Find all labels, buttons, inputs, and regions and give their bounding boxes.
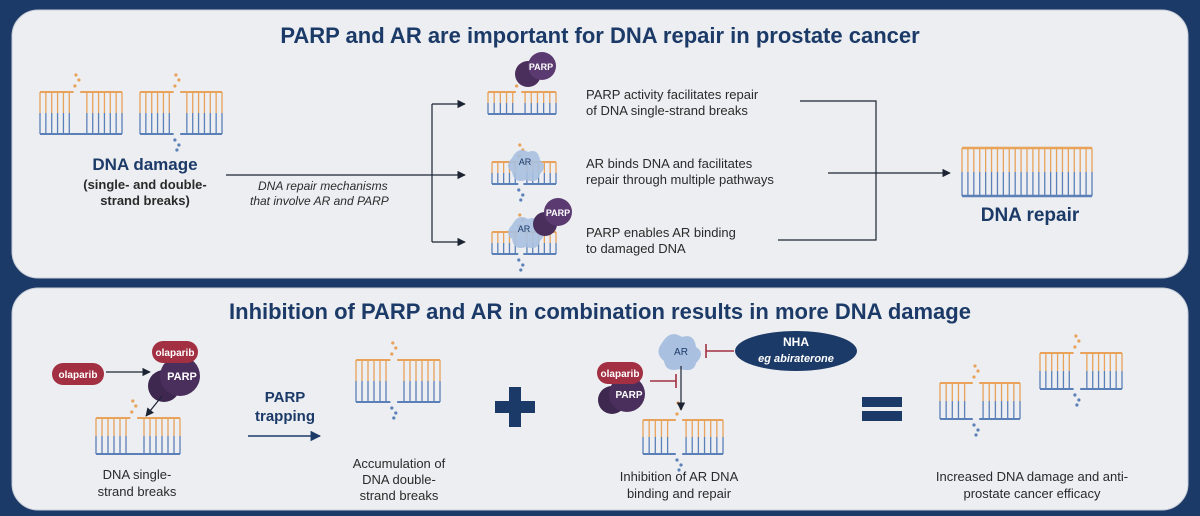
parp-label-complex: PARP [167,371,197,383]
plus-icon [495,387,535,427]
pathway-2-line-2: repair through multiple pathways [586,172,774,187]
caption-inhibition-1: Inhibition of AR DNA [620,469,739,484]
olaparib-label-middle: olaparib [601,369,640,380]
parp-to-dna-arrow [145,395,163,417]
inhibition-dna-glyph [642,401,724,472]
ar-blob-2: AR [508,150,544,182]
caption-single-strand-1: DNA single- [103,467,172,482]
parp-inhibition [650,374,677,388]
ar-blob-bottom: AR [658,334,701,371]
nha-inhibition [705,344,734,358]
ar-tag-3: AR [518,224,531,234]
pathway-3-line-2: to damaged DNA [586,241,686,256]
ar-parp-complex-3: AR PARP [508,198,572,249]
olaparib-parp-complex-left: olaparib PARP [148,341,200,402]
caption-accumulation-1: Accumulation of [353,456,446,471]
ar-tag-2: AR [519,157,532,167]
single-strand-break-dna-glyph [95,399,181,455]
increased-damage-dna-glyph-2 [1039,334,1123,407]
olaparib-label-left: olaparib [59,370,98,381]
caption-accumulation-2: DNA double- [362,472,436,487]
top-panel-title: PARP and AR are important for DNA repair… [280,23,920,48]
nha-label: NHA [783,335,809,349]
top-panel [11,9,1189,279]
olaparib-pill-left: olaparib [52,363,104,385]
parp-tag-3: PARP [546,208,570,218]
caption-inhibition-2: binding and repair [627,486,732,501]
dna-repair-label: DNA repair [981,205,1080,226]
repair-collector [778,100,877,241]
dna-repaired-glyph [961,146,1093,198]
dna-damage-ds-glyph [139,73,223,152]
olaparib-label-complex: olaparib [156,348,195,359]
parp-label-middle: PARP [615,390,642,401]
caption-accumulation-3: strand breaks [360,488,439,503]
caption-increased-2: prostate cancer efficacy [963,486,1101,501]
caption-single-strand-2: strand breaks [98,484,177,499]
dna-damage-subtitle-2: strand breaks) [100,193,190,208]
dna-damage-heading: DNA damage [92,155,197,174]
pathway-1-line-2: of DNA single-strand breaks [586,103,748,118]
trapping-label-2: trapping [255,408,315,425]
parp-complex-1: PARP [515,52,556,87]
bottom-panel-title: Inhibition of PARP and AR in combination… [229,299,971,324]
increased-damage-dna-glyph-1 [939,364,1021,437]
parp-repair-dna-glyph [487,73,557,115]
double-strand-break-dna-glyph [355,341,441,420]
pathway-1-line-1: PARP activity facilitates repair [586,87,759,102]
parp-tag-1: PARP [529,62,553,72]
pathway-3-line-1: PARP enables AR binding [586,225,736,240]
mechanism-label-1: DNA repair mechanisms [258,179,388,193]
mechanism-label-2: that involve AR and PARP [250,194,389,208]
trapping-label-1: PARP [265,389,306,406]
pathway-2-line-1: AR binds DNA and facilitates [586,156,753,171]
equals-icon [862,397,902,421]
dna-damage-subtitle-1: (single- and double- [83,177,207,192]
caption-increased-1: Increased DNA damage and anti- [936,469,1128,484]
dna-damage-ss-glyph [39,73,123,135]
nha-example: eg abiraterone [758,353,834,365]
nha-pill: NHA eg abiraterone [735,331,857,371]
olaparib-parp-complex-middle: olaparib PARP [597,362,645,414]
ar-label-bottom: AR [674,347,688,358]
